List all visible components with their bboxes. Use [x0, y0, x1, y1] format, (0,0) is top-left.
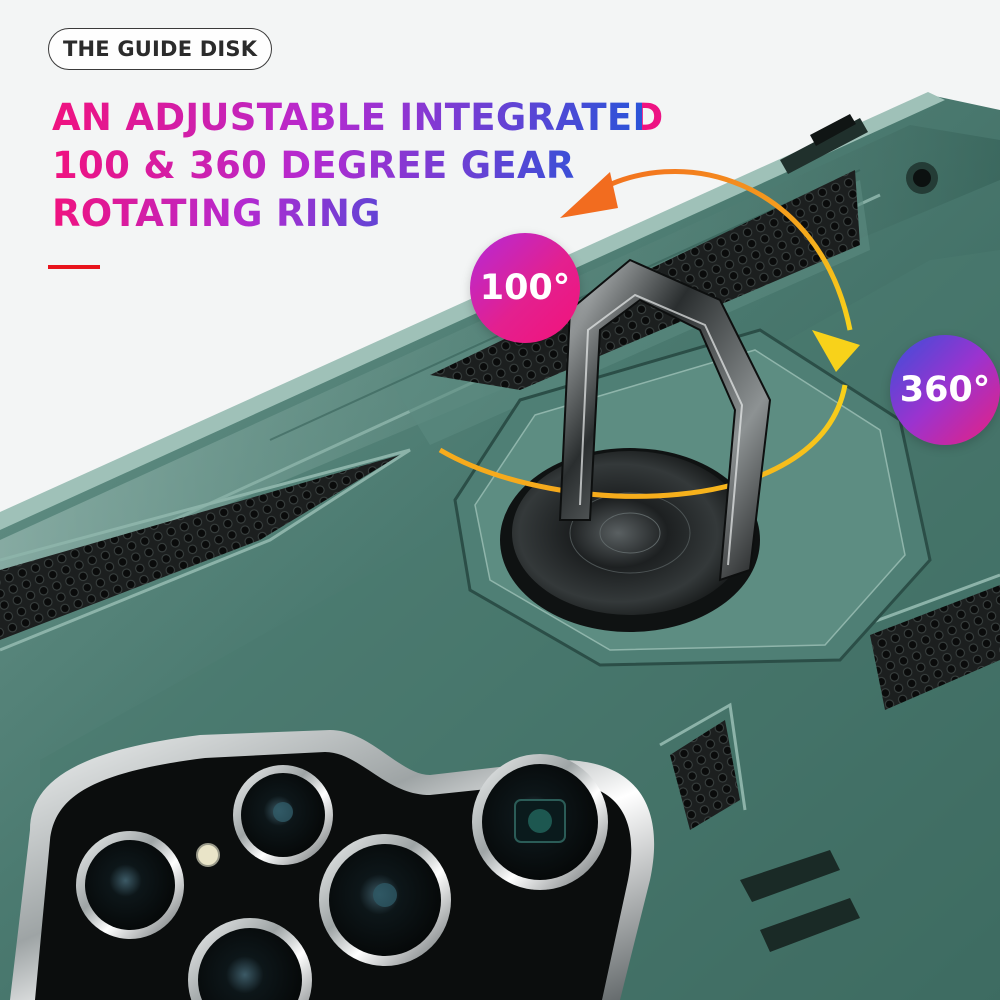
camera-module [10, 730, 655, 1000]
headline-line-2: 100 & 360 DEGREE GEAR [52, 142, 664, 190]
side-buttons [740, 850, 860, 952]
headline-line-1: AN ADJUSTABLE INTEGRATED [52, 94, 664, 142]
rotation-arrows [438, 168, 860, 499]
accent-divider [48, 265, 100, 269]
angle-badge-100: 100° [470, 233, 580, 343]
lens-4 [76, 831, 184, 939]
lens-3 [319, 834, 451, 966]
lens-1 [233, 765, 333, 865]
guide-disk-badge: THE GUIDE DISK [48, 28, 273, 70]
guide-disk-label: THE GUIDE DISK [63, 37, 258, 61]
feature-headline: AN ADJUSTABLE INTEGRATED 100 & 360 DEGRE… [52, 94, 664, 238]
folding-ring [558, 258, 772, 582]
flash-icon [196, 843, 220, 867]
angle-label-360: 360° [899, 370, 991, 410]
lens-2 [472, 754, 608, 890]
angle-label-100: 100° [479, 268, 571, 308]
headline-line-3: ROTATING RING [52, 190, 664, 238]
angle-badge-360: 360° [890, 335, 1000, 445]
lens-5 [188, 918, 312, 1000]
